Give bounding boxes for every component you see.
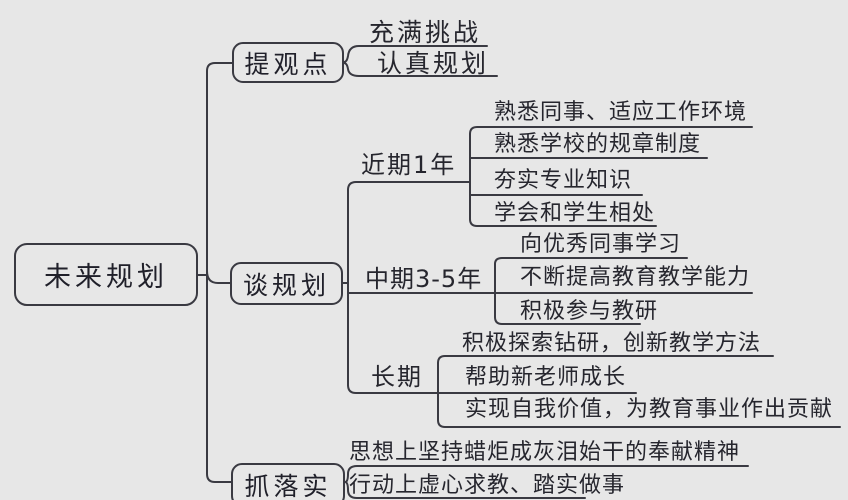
jinqi-child1-line [469,126,753,135]
b1-child1-line [343,45,488,63]
leaf-topic[interactable]: 熟悉学校的规章制度 [494,132,702,157]
leaf-topic[interactable]: 学会和学生相处 [494,201,656,226]
leaf-topic[interactable]: 积极探索钻研，创新教学方法 [462,331,762,356]
b2-sub3-line [347,384,437,394]
leaf-topic[interactable]: 夯实专业知识 [494,168,633,193]
trunk-line [206,62,233,483]
zhongqi-child1-line [494,257,688,265]
leaf-topic[interactable]: 熟悉同事、适应工作环境 [494,100,748,125]
branch-node-tanguihua[interactable]: 谈规划 [230,262,343,305]
branch-node-tiguandian[interactable]: 提观点 [232,42,344,83]
leaf-topic[interactable]: 帮助新老师成长 [465,365,627,390]
changqi-child3-line [437,419,841,428]
leaf-topic[interactable]: 思想上坚持蜡炬成灰泪始干的奉献精神 [349,440,741,465]
changqi-child1-line [437,355,774,364]
topic-chongmantiaozhan[interactable]: 充满挑战 [369,18,482,47]
b3-child1-line [344,465,749,483]
leaf-topic[interactable]: 不断提高教育教学能力 [520,265,751,290]
root-node[interactable]: 未来规划 [14,243,198,306]
leaf-topic[interactable]: 行动上虚心求教、踏实做事 [349,473,626,498]
b1-child2-line [343,62,498,77]
topic-renzhenguihua[interactable]: 认真规划 [377,49,490,78]
subtopic-zhongqi[interactable]: 中期3-5年 [365,265,483,293]
jinqi-child4-line [469,218,657,227]
branch2-stub [206,270,231,284]
b3-child2-line [344,481,586,499]
b2-sub1-line [347,181,471,191]
leaf-topic[interactable]: 积极参与教研 [520,299,659,324]
subtopic-changqi[interactable]: 长期 [371,363,423,391]
leaf-topic[interactable]: 向优秀同事学习 [520,232,682,257]
subtopic-jinqi[interactable]: 近期1年 [361,151,457,179]
branch-node-zhualuoshi[interactable]: 抓落实 [231,463,345,500]
zhongqi-child3-line [494,316,641,325]
leaf-topic[interactable]: 实现自我价值，为教育事业作出贡献 [465,397,834,422]
